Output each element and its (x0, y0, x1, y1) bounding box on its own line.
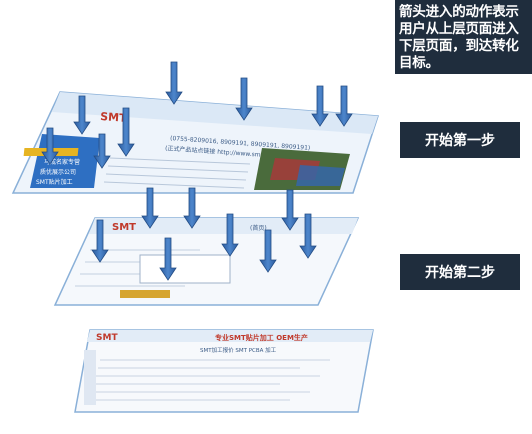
step-one-label: 开始第一步 (400, 122, 520, 158)
layer-top-sidebar-text-2: 质优展示公司 (40, 168, 76, 176)
down-arrow-icon (311, 85, 329, 127)
layer-top-body-lines (103, 157, 251, 189)
instruction-text: 箭头进入的动作表示用户从上层页面进入下层页面，到达转化目标。 (399, 4, 519, 71)
layer-middle-form (139, 254, 231, 284)
down-arrow-icon (335, 85, 353, 127)
layer-bottom-page: SMT 专业SMT贴片加工 OEM生产 SMT加工报价 SMT PCBA 加工 (74, 329, 374, 413)
step-two-label: 开始第二步 (400, 254, 520, 290)
down-arrow-icon (159, 237, 177, 281)
step-one-text: 开始第一步 (425, 133, 495, 149)
down-arrow-icon (221, 213, 239, 257)
instruction-note: 箭头进入的动作表示用户从上层页面进入下层页面，到达转化目标。 (395, 0, 532, 74)
layer-middle-logo: SMT (112, 222, 136, 233)
layer-bottom-logo: SMT (96, 333, 118, 343)
step-two-text: 开始第二步 (425, 265, 495, 281)
down-arrow-icon (117, 107, 135, 157)
down-arrow-icon (141, 187, 159, 229)
down-arrow-icon (259, 229, 277, 273)
layer-bottom-header (87, 330, 373, 342)
layer-top-logo: SMT (100, 110, 128, 125)
down-arrow-icon (91, 219, 109, 263)
layer-top-sidebar-text-3: SMT贴片加工 (36, 178, 73, 186)
layer-middle-button (120, 290, 170, 298)
down-arrow-icon (235, 77, 253, 121)
layer-bottom-sidebar (84, 350, 96, 405)
layer-top-page: SMT (0755-8209016, 8909191, 8909191, 890… (11, 91, 380, 194)
layer-middle-banner: (首页) (250, 224, 267, 232)
layer-bottom-body-lines (90, 359, 330, 401)
down-arrow-icon (73, 95, 91, 135)
layer-bottom-title: 专业SMT贴片加工 OEM生产 (215, 333, 308, 342)
down-arrow-icon (165, 61, 183, 105)
down-arrow-icon (183, 187, 201, 229)
down-arrow-icon (299, 213, 317, 259)
down-arrow-icon (41, 127, 59, 165)
arrows-group (41, 61, 353, 281)
layer-top-header (52, 92, 378, 134)
down-arrow-icon (93, 133, 111, 169)
layer-bottom-subtitle: SMT加工报价 SMT PCBA 加工 (200, 346, 277, 354)
layer-top-sidebar-text-1: 马成名家专营 (44, 158, 80, 166)
down-arrow-icon (281, 189, 299, 231)
